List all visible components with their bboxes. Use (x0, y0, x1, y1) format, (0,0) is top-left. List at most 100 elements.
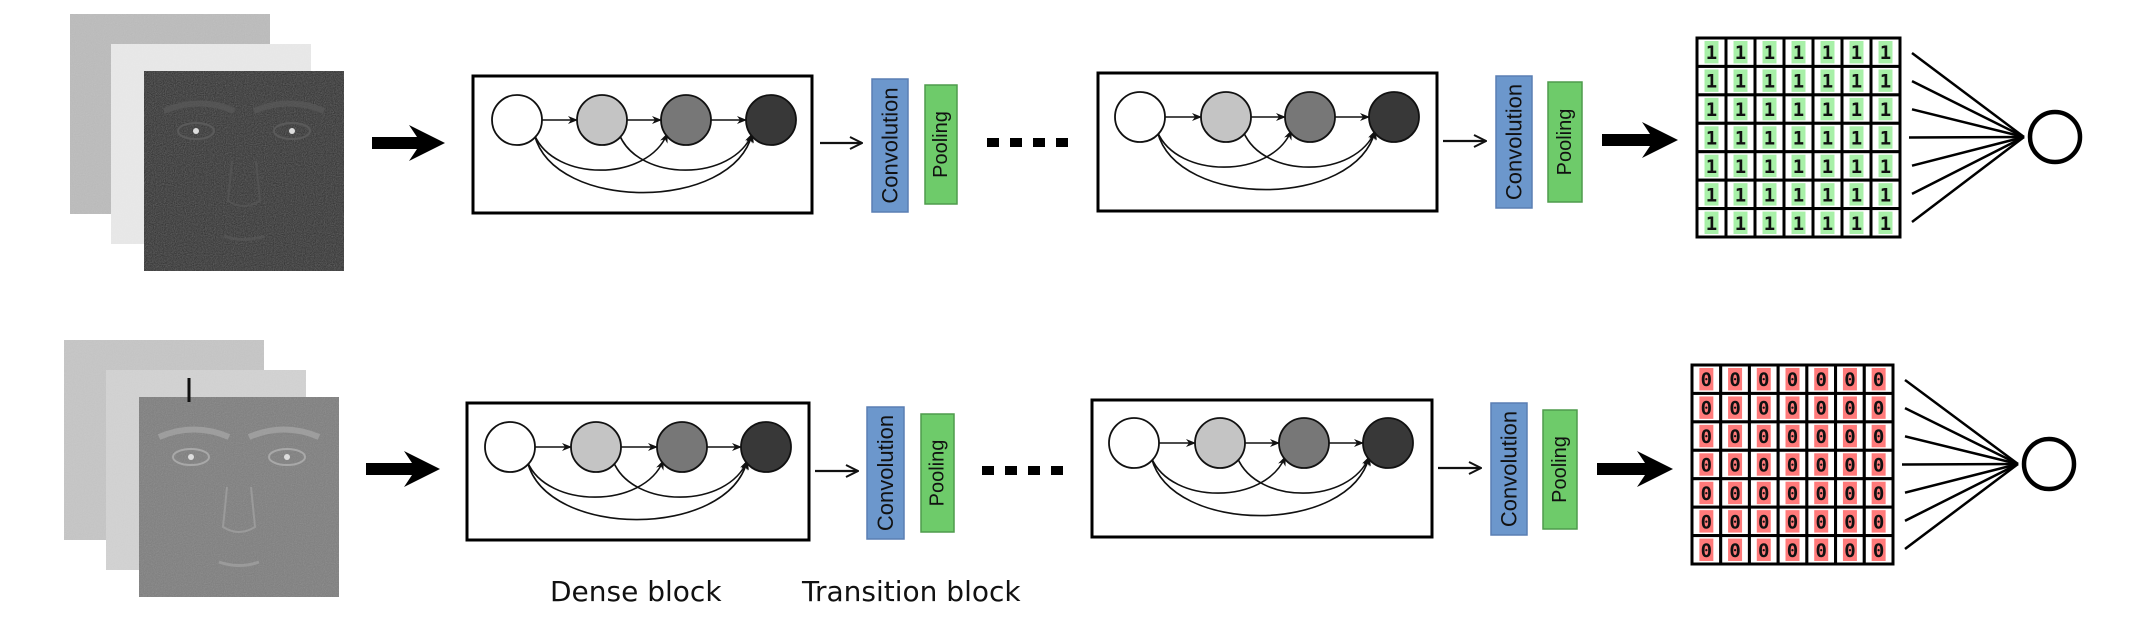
grid-cell-highlight (1785, 368, 1800, 391)
grid-cell-value: 1 (1764, 156, 1775, 178)
pooling-layer: Pooling (1542, 409, 1578, 530)
grid-cell: 1 (1811, 93, 1844, 125)
dense-layer-node (491, 94, 543, 146)
grid-cell-value: 1 (1880, 156, 1891, 178)
grid-cell-highlight (1878, 126, 1893, 149)
grid-cell-value: 0 (1787, 540, 1798, 562)
pooling-label: Pooling (1549, 436, 1571, 503)
caption-transition-block: Transition block (801, 575, 1021, 608)
ellipsis (982, 466, 1063, 475)
eyebrow-left (157, 426, 231, 440)
grid-cell-value: 0 (1815, 398, 1826, 420)
grid-cell: 1 (1811, 178, 1844, 211)
grid-cell-highlight (1699, 481, 1714, 505)
grid-cell-value: 1 (1706, 99, 1717, 121)
grid-cell-highlight (1699, 424, 1714, 448)
grid-cell-value: 1 (1764, 213, 1775, 235)
grid-cell-value: 1 (1822, 213, 1833, 235)
grid-cell: 0 (1719, 477, 1751, 509)
grid-cell-highlight (1785, 538, 1800, 561)
grid-cell-value: 0 (1844, 511, 1855, 533)
grid-cell-value: 1 (1851, 156, 1862, 178)
grid-cell: 0 (1862, 505, 1895, 538)
grid-cell: 1 (1811, 64, 1844, 97)
grid-cell: 1 (1840, 64, 1873, 97)
skip-connection (533, 132, 754, 194)
dense-layer-node (576, 94, 628, 146)
grid-cell-value: 0 (1873, 398, 1884, 420)
grid-cell-value: 0 (1873, 540, 1884, 562)
dense-layer-node (1284, 91, 1336, 143)
grid-cell-highlight (1842, 510, 1857, 533)
dense-layer-node (1114, 91, 1166, 143)
grid-cell-value: 0 (1844, 369, 1855, 391)
grid-cell-value: 1 (1880, 128, 1891, 150)
mouth (218, 560, 260, 567)
grid-cell: 1 (1724, 178, 1757, 211)
grid-cell-highlight (1728, 453, 1743, 476)
grid-cell-highlight (1842, 453, 1857, 476)
grid-cell-highlight (1878, 41, 1893, 64)
grid-cell-value: 1 (1764, 128, 1775, 150)
dense-layer-node (740, 421, 792, 473)
fc-connection-line (1911, 108, 2025, 139)
grid-cell-highlight (1704, 211, 1719, 234)
grid-cell-highlight (1791, 211, 1806, 234)
grid-cell-value: 1 (1735, 71, 1746, 93)
grid-cell: 1 (1840, 150, 1873, 182)
grid-cell-highlight (1871, 453, 1886, 476)
grid-cell-highlight (1704, 97, 1719, 121)
grid-cell-value: 1 (1793, 128, 1804, 150)
eye-right (268, 448, 306, 466)
eye-right (273, 122, 311, 140)
grid-cell-value: 0 (1758, 398, 1769, 420)
pooling-label: Pooling (927, 440, 949, 507)
grid-cell: 1 (1840, 207, 1873, 239)
grid-cell-value: 0 (1758, 455, 1769, 477)
grid-cell: 0 (1805, 448, 1838, 481)
convolution-label: Convolution (1497, 411, 1522, 527)
grid-cell-highlight (1814, 453, 1829, 476)
grid-cell-highlight (1814, 424, 1829, 448)
grid-cell: 1 (1840, 36, 1873, 68)
grid-cell-highlight (1842, 481, 1857, 505)
grid-cell: 0 (1805, 391, 1838, 424)
grid-cell-value: 0 (1873, 483, 1884, 505)
grid-cell-value: 0 (1873, 369, 1884, 391)
grid-cell: 1 (1695, 64, 1728, 97)
dense-layer-node (570, 421, 622, 473)
grid-cell-value: 1 (1793, 213, 1804, 235)
grid-cell-highlight (1762, 126, 1777, 149)
grid-cell: 0 (1776, 534, 1809, 566)
output-arrow-icon (1602, 122, 1678, 158)
convolution-layer: Convolution (1490, 402, 1528, 536)
grid-cell-highlight (1699, 396, 1714, 419)
grid-cell-value: 0 (1701, 398, 1712, 420)
grid-cell: 0 (1719, 363, 1751, 395)
pupil-right (284, 454, 290, 460)
grid-cell: 1 (1811, 150, 1844, 182)
pooling-layer: Pooling (924, 84, 958, 205)
grid-cell-highlight (1878, 154, 1893, 178)
ellipsis-dot (1010, 138, 1022, 147)
grid-cell-highlight (1704, 126, 1719, 149)
grid-cell-value: 1 (1706, 71, 1717, 93)
grid-cell: 1 (1782, 178, 1815, 211)
convolution-label: Convolution (1502, 84, 1527, 200)
grid-cell: 1 (1811, 36, 1844, 68)
ellipsis-dot (987, 138, 999, 147)
grid-cell: 0 (1719, 391, 1751, 424)
pooling-rect (1542, 409, 1578, 530)
grid-cell-highlight (1733, 211, 1748, 234)
grid-cell: 1 (1782, 93, 1815, 125)
grid-cell-highlight (1820, 97, 1835, 121)
grid-cell: 0 (1719, 534, 1751, 566)
grid-cell: 1 (1753, 36, 1786, 68)
dense-layer-node (484, 421, 536, 473)
grid-cell: 0 (1690, 420, 1723, 452)
grid-cell-highlight (1762, 41, 1777, 64)
input-arrow-icon (372, 125, 445, 161)
grid-cell: 0 (1690, 505, 1723, 538)
convolution-layer: Convolution (871, 78, 909, 213)
